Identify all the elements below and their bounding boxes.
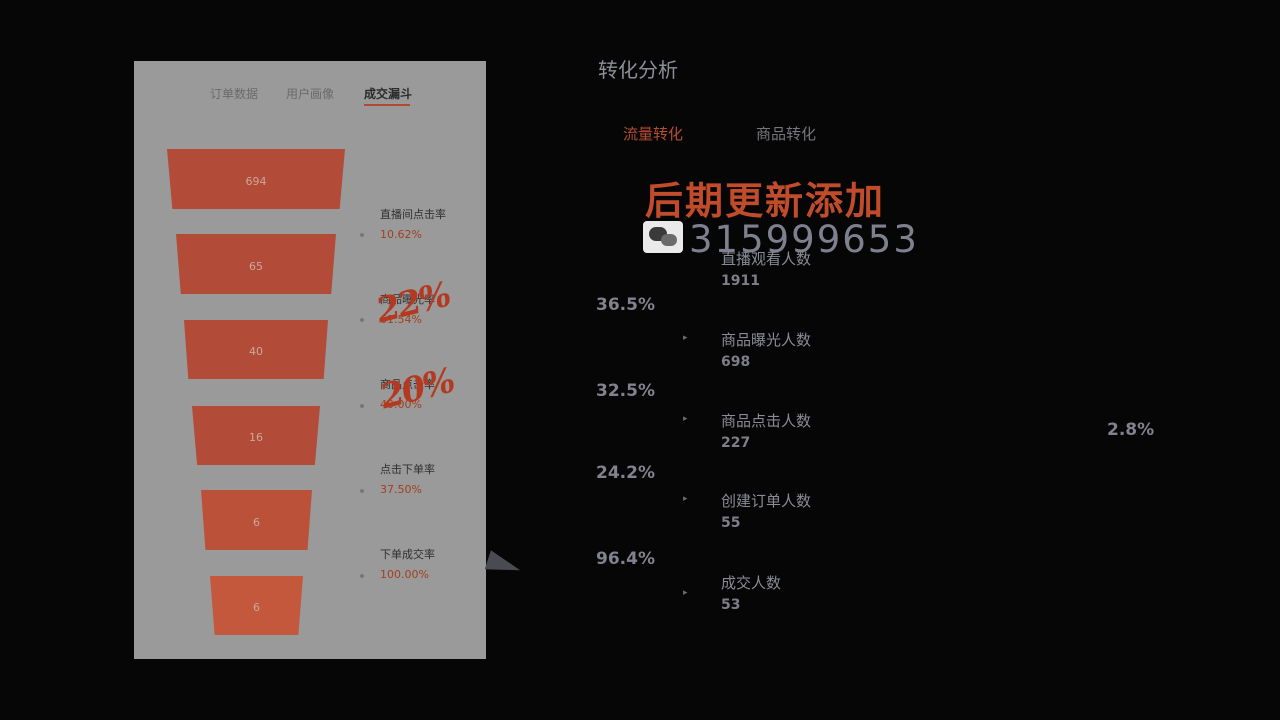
rate-value: 61.54% [380, 313, 422, 326]
metric-item: 直播观看人数 1911 [721, 248, 811, 289]
tab-deal-funnel[interactable]: 成交漏斗 [364, 87, 413, 101]
rate-label: 商品点击率 [380, 378, 435, 391]
rate-value: 100.00% [380, 568, 429, 581]
funnel-stage-1: 694 [167, 149, 345, 209]
section-title: 转化分析 [598, 58, 678, 82]
step-rate: 24.2% [596, 463, 655, 483]
rate-item: 点击下单率 37.50% [380, 461, 435, 496]
step-rate: 32.5% [596, 381, 655, 401]
wechat-icon [643, 221, 683, 253]
metric-item: 成交人数 53 [721, 572, 781, 613]
metric-item: 商品曝光人数 698 [721, 329, 811, 370]
funnel-stage-4: 16 [192, 406, 320, 465]
step-rate: 96.4% [596, 549, 655, 569]
tab-product-conversion[interactable]: 商品转化 [756, 125, 817, 143]
funnel-stage-value: 6 [253, 601, 260, 614]
handwritten-annotation: 20% [376, 360, 458, 418]
rate-label: 下单成交率 [380, 548, 435, 561]
rate-value: 37.50% [380, 483, 422, 496]
rate-label: 商品曝光率 [380, 293, 435, 306]
arrow-right-icon: ▸ [683, 494, 688, 504]
phone-panel: 订单数据 用户画像 成交漏斗 694 65 40 16 6 6 [134, 61, 486, 659]
tab-user-profile[interactable]: 用户画像 [286, 87, 335, 101]
metric-label: 商品曝光人数 [721, 331, 812, 349]
funnel-stage-value: 16 [249, 431, 263, 444]
rate-value: 10.62% [380, 228, 422, 241]
arrow-right-icon: ▸ [683, 414, 688, 424]
step-rate: 36.5% [596, 295, 655, 315]
rate-item: 下单成交率 100.00% [380, 546, 435, 581]
funnel-stage-5: 6 [201, 490, 312, 550]
metric-value: 698 [721, 354, 751, 370]
active-tab-indicator [364, 104, 410, 106]
funnel-stage-value: 6 [253, 515, 260, 529]
metric-label: 直播观看人数 [721, 250, 812, 268]
pointer-arrow-icon [484, 550, 524, 580]
rate-item: 直播间点击率 10.62% [380, 206, 446, 241]
metric-label: 成交人数 [721, 574, 782, 592]
rate-marker [360, 233, 364, 237]
metric-value: 227 [721, 435, 751, 451]
arrow-right-icon: ▸ [683, 333, 688, 343]
rate-marker [360, 574, 364, 578]
chat-bubble-shape [661, 234, 677, 246]
rate-marker [360, 489, 364, 493]
phone-tabs: 订单数据 用户画像 成交漏斗 [134, 85, 486, 115]
metric-item: 商品点击人数 227 [721, 410, 811, 451]
rate-label: 点击下单率 [380, 463, 435, 476]
rate-marker [360, 318, 364, 322]
overall-conversion-rate: 2.8% [1107, 420, 1155, 440]
metric-value: 1911 [721, 273, 760, 289]
funnel-stage-6: 6 [210, 576, 303, 635]
metric-value: 53 [721, 597, 741, 613]
watermark-title: 后期更新添加 [645, 179, 886, 223]
rate-value: 40.00% [380, 398, 422, 411]
funnel-stage-value: 694 [245, 174, 267, 188]
rate-marker [360, 404, 364, 408]
metric-label: 商品点击人数 [721, 412, 812, 430]
tab-traffic-conversion[interactable]: 流量转化 [623, 125, 684, 143]
funnel-stage-2: 65 [176, 234, 336, 294]
arrow-right-icon: ▸ [683, 588, 688, 598]
handwritten-annotation: 22% [372, 274, 454, 332]
rate-item: 商品点击率 40.00% [380, 376, 435, 411]
rate-item: 商品曝光率 61.54% [380, 291, 435, 326]
metric-value: 55 [721, 515, 741, 531]
rate-label: 直播间点击率 [380, 208, 446, 221]
watermark-number: 315999653 [689, 218, 919, 261]
funnel-stage-value: 65 [249, 259, 263, 273]
metric-label: 创建订单人数 [721, 492, 812, 510]
funnel-stage-value: 40 [249, 345, 263, 358]
tab-order-data[interactable]: 订单数据 [210, 87, 259, 101]
metric-item: 创建订单人数 55 [721, 490, 811, 531]
funnel-stage-3: 40 [184, 320, 328, 379]
